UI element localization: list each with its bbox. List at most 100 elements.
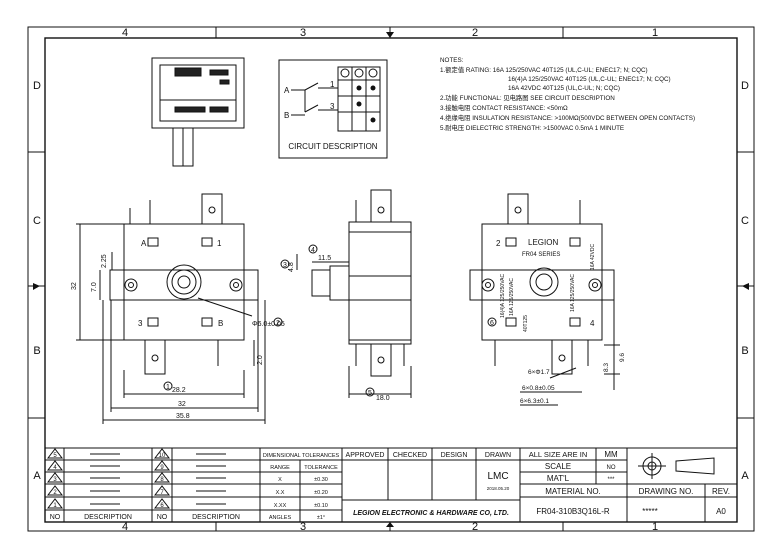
frame-col-3: 3 [300,27,306,39]
frame-row-c: C [33,215,41,227]
circuit-label-3: 3 [330,102,335,111]
tolerances-range-header: RANGE [270,465,290,471]
dim-35-8: 35.8 [176,413,190,420]
rev-footer-no-1: NO [50,514,61,521]
frame-row-c-right: C [741,215,749,227]
front-terminal-1: 1 [217,239,222,248]
signoff-drawn-by: LMC [487,471,508,482]
frame-col-2-bottom: 2 [472,521,478,533]
info-matl-value: *** [607,477,615,483]
frame-row-b: B [33,345,40,357]
notes-line-3: 16A 42VDC 40T125 (UL,C-UL; N; CQC) [508,85,620,92]
signoff-checked: CHECKED [393,452,427,459]
tolerances-range-xxx: X.XX [274,503,287,509]
front-terminal-a: A [141,239,147,248]
circuit-contact-dots [340,68,378,123]
frame-row-d-right: D [741,80,749,92]
notes-line-5: 3.接触电阻 CONTACT RESISTANCE: <50mΩ [440,103,568,112]
tolerances-tolerance-header: TOLERANCE [304,465,338,471]
rear-rating-1: 16A 125/250VAC [509,278,515,316]
frame-col-1: 1 [652,27,658,39]
front-view [76,193,266,424]
front-balloons: 1 2 [163,317,283,391]
dim-18-0: 18.0 [376,395,390,402]
balloon-1: 1 [166,384,170,391]
frame-col-2: 2 [472,27,478,39]
tolerances-value-xxx: ±0.10 [314,503,328,509]
dim-28-2: 28.2 [172,387,186,394]
dim-6x-0-8: 6×0.8±0.05 [522,385,555,392]
rear-series: FR04 SERIES [522,252,560,258]
rev-footer-no-2: NO [157,514,168,521]
rear-terminal-4: 4 [590,319,595,328]
rear-terminal-2: 2 [496,239,501,248]
rev-left-1: 1 [53,503,57,509]
rev-right-8: 8 [160,477,164,483]
balloon-3: 3 [283,262,287,269]
info-material-no: FR04-310B3Q16L-R [536,507,610,516]
dim-2-25: 2.25 [101,254,108,268]
tolerances-range-angles: ANGLES [269,515,292,521]
dim-32-width: 32 [178,401,186,408]
info-drawing-no-label: DRAWING NO. [639,487,694,496]
dim-7-0: 7.0 [91,282,98,292]
balloon-5: 5 [368,390,372,397]
dim-32-height: 32 [71,282,78,290]
rear-rating-2: 16A 42VDC [590,243,596,270]
signoff-design: DESIGN [441,452,468,459]
info-drawing-no: ***** [642,507,658,516]
title-block [45,447,737,522]
revision-triangles [46,448,171,509]
info-rev-label: REV. [712,487,730,496]
frame-col-4: 4 [122,27,128,39]
notes-heading: NOTES: [440,57,464,64]
signoff-drawn: DRAWN [485,452,511,459]
dim-4-8: 4.8 [288,262,295,272]
rev-left-2: 2 [53,490,57,496]
frame-col-4-bottom: 4 [122,521,128,533]
signoff-date: 2018.05.20 [487,486,510,491]
front-terminal-3: 3 [138,319,143,328]
info-material-no-label: MATERIAL NO. [545,487,601,496]
top-view [151,57,245,167]
circuit-label-a: A [284,86,290,95]
frame-col-1-bottom: 1 [652,521,658,533]
rear-rating-3: 16(4)A 125/250VAC [500,274,506,318]
balloon-4: 4 [311,247,315,254]
notes-line-7: 5.耐电压 DIELECTRIC STRENGTH: >1500VAC 0.5m… [440,123,624,132]
rev-right-6: 6 [160,503,164,509]
signoff-approved: APPROVED [346,452,385,459]
rear-balloons: 6 [487,317,497,327]
rev-right-7: 7 [160,490,164,496]
tolerances-value-angles: ±1° [317,515,325,521]
notes-line-4: 2.功能 FUNCTIONAL: 见电路图 SEE CIRCUIT DESCRI… [440,93,615,102]
rear-rating-4: 16A 125/250VAC [570,274,576,312]
dim-9-6: 9.6 [619,353,626,362]
circuit-label-1: 1 [330,80,335,89]
balloon-2: 2 [276,320,280,327]
info-matl-label: MAT'L [547,474,570,483]
rev-right-10: 10 [159,453,166,459]
dim-11-5: 11.5 [318,255,331,262]
dim-shaft-diameter: Φ6.0±0.05 [252,321,285,328]
signoff-company: LEGION ELECTRONIC & HARDWARE CO, LTD. [353,510,509,517]
tolerances-value-xx: ±0.20 [314,490,328,496]
rev-left-5: 5 [53,453,57,459]
front-terminal-b: B [218,319,223,328]
rear-code: 40T125 [523,315,529,332]
rear-brand: LEGION [528,238,558,247]
circuit-label-b: B [284,111,289,120]
dim-2-0: 2.0 [257,355,264,365]
dim-6x-dia-1-7: 6×Φ1.7 [528,369,550,376]
circuit-title: CIRCUIT DESCRIPTION [288,142,377,151]
frame-row-d: D [33,80,41,92]
balloon-6: 6 [490,320,494,327]
info-all-size-label: ALL SIZE ARE IN [529,450,588,459]
side-balloons: 4 3 5 [280,244,375,397]
info-rev: A0 [716,507,726,516]
frame-col-3-bottom: 3 [300,521,306,533]
frame-row-b-right: B [741,345,748,357]
frame-row-a-right: A [741,470,749,482]
circuit-diagram [278,59,388,159]
